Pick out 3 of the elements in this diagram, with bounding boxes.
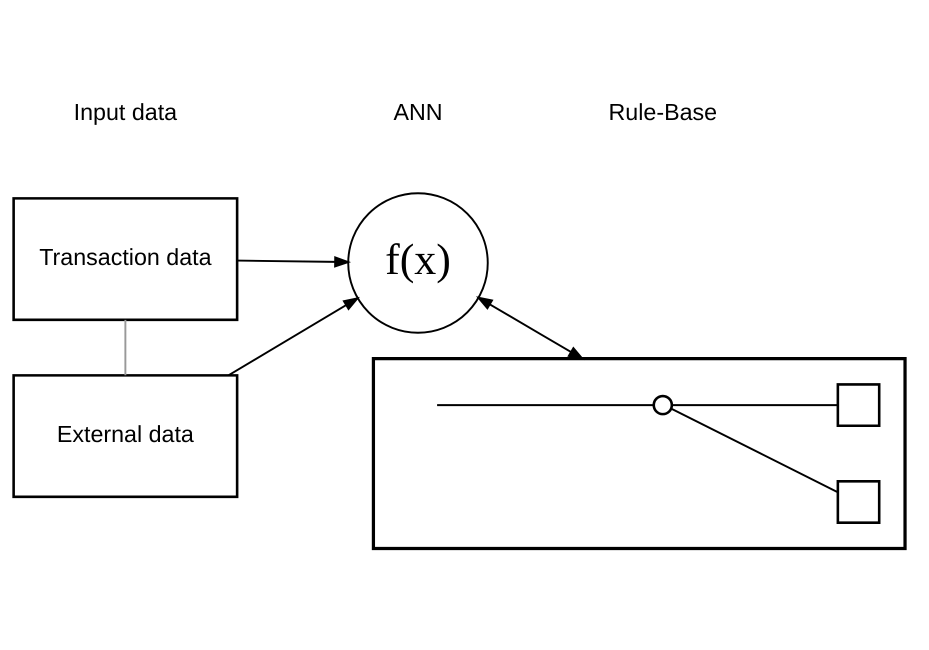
label: ANN bbox=[393, 99, 443, 126]
label: Rule-Base bbox=[608, 99, 718, 126]
label: Input data bbox=[74, 99, 178, 126]
